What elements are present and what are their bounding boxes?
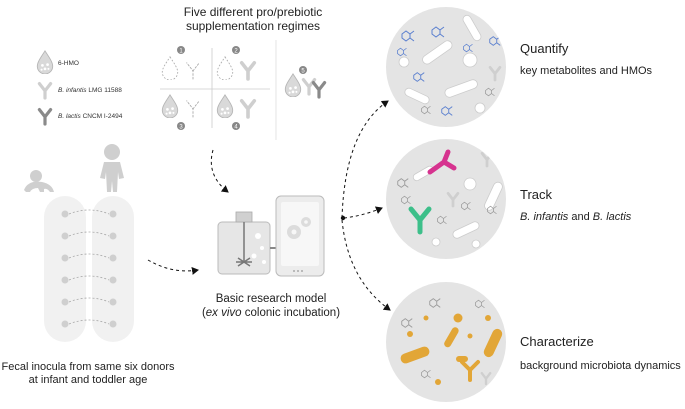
characterize-circle bbox=[386, 282, 506, 402]
model-caption: Basic research model (ex vivo colonic in… bbox=[196, 293, 346, 321]
bioreactor-device bbox=[217, 195, 325, 277]
regime3-bacterium-icon bbox=[186, 100, 200, 118]
donor-figures bbox=[24, 144, 124, 192]
regime4-bacterium-icon bbox=[239, 98, 257, 119]
model-caption-line1: Basic research model bbox=[215, 293, 327, 305]
quantify-subtitle: key metabolites and HMOs bbox=[520, 65, 653, 77]
characterize-title: Characterize bbox=[520, 334, 594, 349]
regime1-drop-icon bbox=[161, 56, 179, 80]
inocula-caption-line1: Fecal inocula from same six donors bbox=[1, 361, 175, 373]
regime3-number: 3 bbox=[179, 125, 183, 131]
quantify-circle bbox=[386, 7, 506, 127]
arrow-to-track bbox=[343, 206, 383, 219]
arrow-to-characterize bbox=[341, 219, 391, 311]
regimes-title: Five different pro/prebiotic supplementa… bbox=[148, 5, 358, 34]
legend-lactis-label: B. lactis CNCM I-2494 bbox=[58, 113, 122, 121]
regime4-number: 4 bbox=[234, 125, 238, 131]
model-caption-line2: (ex vivo colonic incubation) bbox=[201, 306, 341, 319]
background-microbiota bbox=[400, 313, 503, 385]
quantify-title: Quantify bbox=[520, 41, 569, 56]
regime5-drop-icon bbox=[284, 73, 302, 97]
characterize-subtitle: background microbiota dynamics bbox=[520, 360, 681, 372]
regime2-badge bbox=[232, 46, 240, 54]
regime2-bacterium-icon bbox=[239, 60, 257, 81]
inocula-caption: Fecal inocula from same six donors at in… bbox=[0, 361, 176, 387]
legend-infantis-label: B. infantis LMG 11588 bbox=[58, 87, 122, 95]
legend-lactis-strain: CNCM I-2494 bbox=[80, 113, 123, 120]
infant-icon bbox=[24, 170, 54, 192]
track-subtitle: B. infantis and B. lactis bbox=[520, 211, 632, 223]
regime2-number: 2 bbox=[234, 49, 238, 55]
arrow-branch-point bbox=[340, 215, 346, 221]
track-title: Track bbox=[520, 187, 553, 202]
regimes-title-line1: Five different pro/prebiotic bbox=[183, 5, 323, 19]
regime1-badge bbox=[177, 46, 185, 54]
flow-arrows bbox=[147, 100, 391, 311]
arrow-inocula-to-model bbox=[147, 259, 199, 275]
infantis-bacterium-icon bbox=[37, 81, 53, 100]
regime2-drop-icon bbox=[216, 56, 234, 80]
lactis-bacterium-icon bbox=[37, 107, 53, 126]
regime5-bacterium-b-icon bbox=[311, 80, 327, 99]
legend-infantis-strain: LMG 11588 bbox=[86, 87, 122, 94]
legend-infantis-species: B. infantis bbox=[58, 87, 87, 94]
regime3-drop-icon bbox=[161, 94, 179, 118]
arrow-regimes-to-model bbox=[210, 149, 229, 193]
toddler-column bbox=[92, 196, 134, 342]
regime5-number: 5 bbox=[301, 69, 305, 75]
donor-columns bbox=[44, 196, 134, 342]
regime3-badge bbox=[177, 122, 185, 130]
legend-hmo-label: 6-HMO bbox=[58, 60, 79, 67]
arrow-to-quantify bbox=[341, 100, 389, 219]
toddler-icon bbox=[100, 144, 124, 192]
regime1-bacterium-icon bbox=[186, 62, 200, 80]
lactis-highlight bbox=[408, 206, 432, 235]
regime4-badge bbox=[232, 122, 240, 130]
legend-icons bbox=[36, 50, 54, 126]
infant-column bbox=[44, 196, 86, 342]
inocula-caption-line2: at infant and toddler age bbox=[28, 374, 148, 387]
infantis-highlight bbox=[427, 149, 457, 175]
regime-grid: 1 2 3 4 5 bbox=[160, 40, 327, 140]
regime5-badge bbox=[299, 66, 307, 74]
regime4-drop-icon bbox=[216, 94, 234, 118]
regime1-number: 1 bbox=[179, 49, 183, 55]
hmo-drop-icon bbox=[36, 50, 54, 74]
regimes-title-line2: supplementation regimes bbox=[185, 19, 321, 34]
legend-lactis-species: B. lactis bbox=[58, 113, 81, 120]
track-circle bbox=[386, 139, 506, 259]
